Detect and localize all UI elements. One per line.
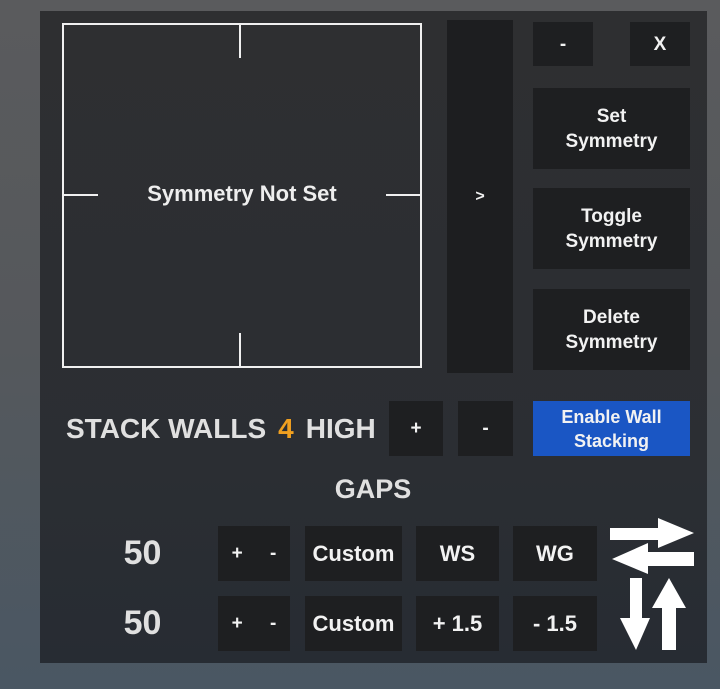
tick-right xyxy=(386,194,420,196)
toggle-symmetry-button[interactable]: Toggle Symmetry xyxy=(533,188,690,269)
gap-value-2: 50 xyxy=(123,604,162,642)
swap-horizontal-icon[interactable] xyxy=(608,516,698,652)
stack-prefix: STACK WALLS xyxy=(66,413,267,444)
close-button[interactable]: X xyxy=(630,22,690,66)
plus-1-5-button[interactable]: + 1.5 xyxy=(416,596,499,651)
stack-walls-label: STACK WALLS 4 HIGH xyxy=(66,413,376,445)
minimize-button[interactable]: - xyxy=(533,22,593,66)
enable-wall-stacking-button[interactable]: Enable Wall Stacking xyxy=(533,401,690,456)
wg-button[interactable]: WG xyxy=(513,526,597,581)
tick-bottom xyxy=(239,333,241,366)
gap-2-stepper: +- xyxy=(218,596,290,651)
tick-top xyxy=(239,25,241,58)
tick-left xyxy=(64,194,98,196)
symmetry-preview[interactable] xyxy=(62,23,422,368)
stack-suffix: HIGH xyxy=(305,413,376,444)
gap-2-custom-button[interactable]: Custom xyxy=(305,596,402,651)
gaps-title: GAPS xyxy=(334,474,412,504)
minus-1-5-button[interactable]: - 1.5 xyxy=(513,596,597,651)
expand-button[interactable]: > xyxy=(447,20,513,373)
stack-plus-button[interactable]: + xyxy=(389,401,443,456)
ws-button[interactable]: WS xyxy=(416,526,499,581)
gap-value-1: 50 xyxy=(123,534,162,572)
symmetry-status: Symmetry Not Set xyxy=(147,181,337,206)
gap-1-custom-button[interactable]: Custom xyxy=(305,526,402,581)
gap-2-minus[interactable]: - xyxy=(270,613,277,634)
gap-1-plus[interactable]: + xyxy=(231,543,243,564)
gap-1-minus[interactable]: - xyxy=(270,543,277,564)
stack-count: 4 xyxy=(278,413,294,444)
stack-minus-button[interactable]: - xyxy=(458,401,513,456)
gap-1-stepper: +- xyxy=(218,526,290,581)
set-symmetry-button[interactable]: Set Symmetry xyxy=(533,88,690,169)
gap-2-plus[interactable]: + xyxy=(231,613,243,634)
delete-symmetry-button[interactable]: Delete Symmetry xyxy=(533,289,690,370)
swap-vertical-icon[interactable] xyxy=(618,578,690,650)
